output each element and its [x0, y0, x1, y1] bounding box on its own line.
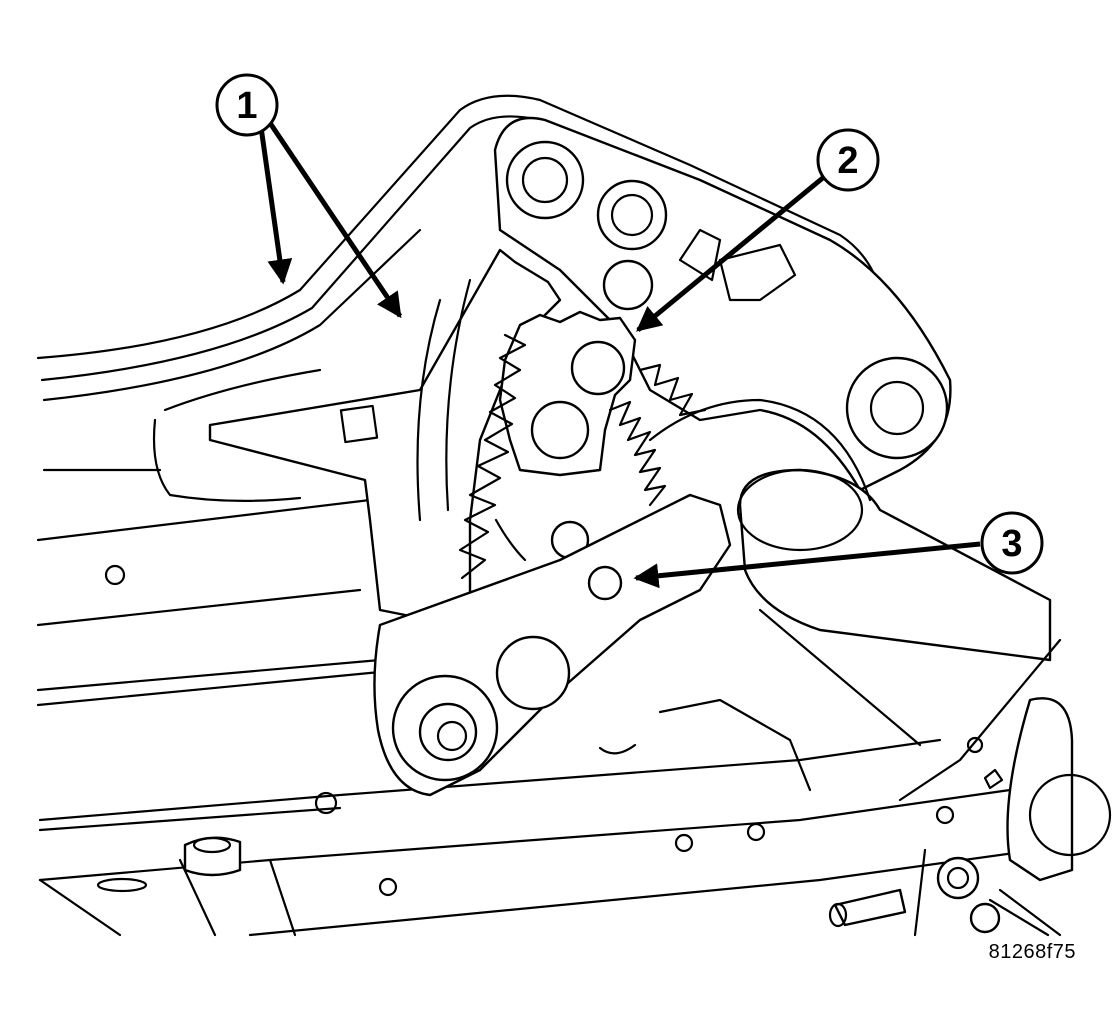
callout-2-arrow — [636, 170, 832, 332]
callout-2-label: 2 — [837, 140, 858, 182]
callout-3-label: 3 — [1001, 523, 1022, 565]
figure-id: 81268f75 — [988, 941, 1076, 963]
callout-arrows — [257, 118, 981, 589]
callout-1-arrow-b — [265, 118, 403, 319]
callout-3-arrow — [633, 541, 981, 589]
callout-2: 2 — [816, 128, 880, 192]
pivot-plate — [493, 116, 952, 492]
callout-1-arrow-a — [257, 119, 293, 285]
callout-1-label: 1 — [236, 85, 257, 127]
seat-frame-rails — [36, 498, 1074, 937]
recliner-bracket — [208, 248, 562, 622]
callout-1: 1 — [215, 73, 279, 137]
callout-3: 3 — [980, 511, 1044, 575]
right-hardware — [828, 697, 1112, 937]
recliner-tube — [648, 398, 1062, 802]
seatback-frame — [36, 94, 882, 502]
recliner-gear-sector — [458, 310, 707, 580]
